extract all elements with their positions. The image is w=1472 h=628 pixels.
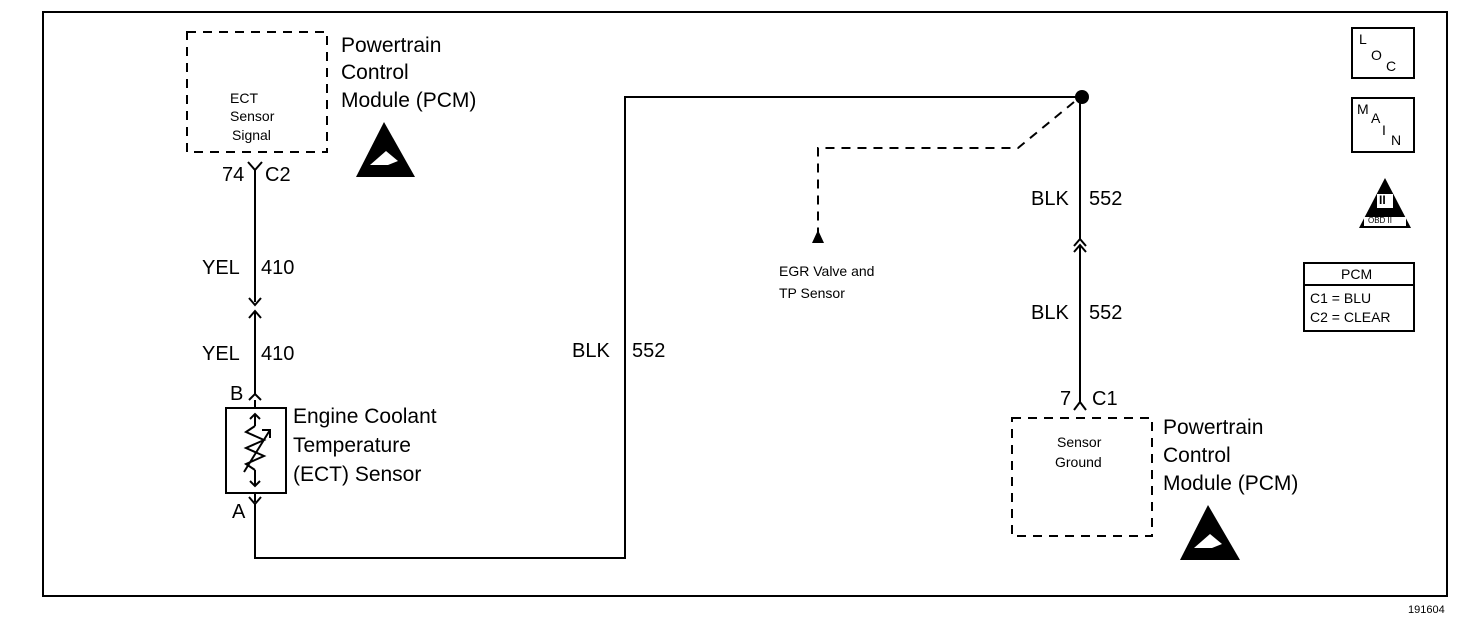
pcm-legend-title: PCM (1341, 266, 1373, 282)
pcm-top-signal-line1: ECT (230, 90, 258, 106)
egr-tp-line2: TP Sensor (779, 285, 845, 301)
wire-yel-lower-color: YEL (202, 343, 240, 365)
wire-yel-upper-circuit: 410 (261, 257, 295, 279)
ect-name-line3: (ECT) Sensor (293, 463, 422, 486)
esd-sensitive-icon (356, 122, 415, 177)
ect-name-line2: Temperature (293, 434, 411, 457)
inline-connector-blk-female (1073, 237, 1087, 247)
pcm-top-connector: C2 (265, 164, 291, 186)
c1-terminal (1073, 400, 1087, 411)
pcm-legend-c2: C2 = CLEAR (1310, 309, 1391, 325)
pcm-bottom-title-line2: Control (1163, 444, 1231, 467)
pcm-top-title-line1: Powertrain (341, 34, 442, 57)
wire-blk-lower-circuit: 552 (1089, 302, 1123, 324)
pcm-top-signal-line3: Signal (232, 127, 271, 143)
egr-tp-dashed-branch (817, 101, 1075, 232)
wire-blk-middle-color: BLK (572, 340, 610, 362)
esd-sensitive-icon (1180, 505, 1240, 560)
wire-yel-upper-color: YEL (202, 257, 240, 279)
inline-connector-male (248, 297, 262, 307)
wire-blk-middle-circuit: 552 (632, 340, 666, 362)
ground-splice (1075, 90, 1089, 104)
pcm-top-title-line2: Control (341, 61, 409, 84)
c2-terminal (247, 161, 263, 172)
obd-label: OBD II (1368, 216, 1393, 225)
main-symbol-icon: M A I N (1351, 97, 1415, 153)
pcm-bottom-pin: 7 (1060, 388, 1072, 410)
pcm-top-pin: 74 (222, 164, 245, 186)
egr-tp-line1: EGR Valve and (779, 263, 875, 279)
pcm-top-dashed-box (186, 31, 328, 153)
thermistor-symbol-icon (243, 412, 271, 488)
pcm-top-title-line3: Module (PCM) (341, 89, 477, 112)
ect-pin-b: B (230, 383, 244, 405)
egr-tp-arrow-icon (812, 230, 824, 243)
pcm-bottom-connector: C1 (1092, 388, 1118, 410)
pcm-legend-c1: C1 = BLU (1310, 290, 1372, 306)
pcm-bottom-dashed-box (1011, 417, 1153, 537)
ect-name-line1: Engine Coolant (293, 405, 437, 428)
wire-yel-lower-circuit: 410 (261, 343, 295, 365)
pcm-bottom-ground-line2: Ground (1055, 454, 1102, 470)
wire-blk-552-ground (254, 96, 1082, 559)
pcm-top-signal-line2: Sensor (230, 108, 275, 124)
ect-pin-a: A (232, 501, 246, 523)
wire-blk-lower-color: BLK (1031, 302, 1069, 324)
ect-terminal-b (248, 392, 262, 401)
obd-numeral: II (1379, 193, 1386, 207)
pcm-bottom-ground-line1: Sensor (1057, 434, 1102, 450)
wire-blk-upper-circuit: 552 (1089, 188, 1123, 210)
pcm-connector-legend: PCM C1 = BLU C2 = CLEAR (1303, 262, 1415, 332)
wire-blk-upper-color: BLK (1031, 188, 1069, 210)
obd-ii-icon (1359, 178, 1411, 228)
pcm-bottom-title-line1: Powertrain (1163, 416, 1264, 439)
loc-symbol-icon: L O C (1351, 27, 1415, 79)
pcm-bottom-title-line3: Module (PCM) (1163, 472, 1299, 495)
diagram-frame (42, 11, 1448, 597)
figure-number: 191604 (1408, 604, 1445, 616)
